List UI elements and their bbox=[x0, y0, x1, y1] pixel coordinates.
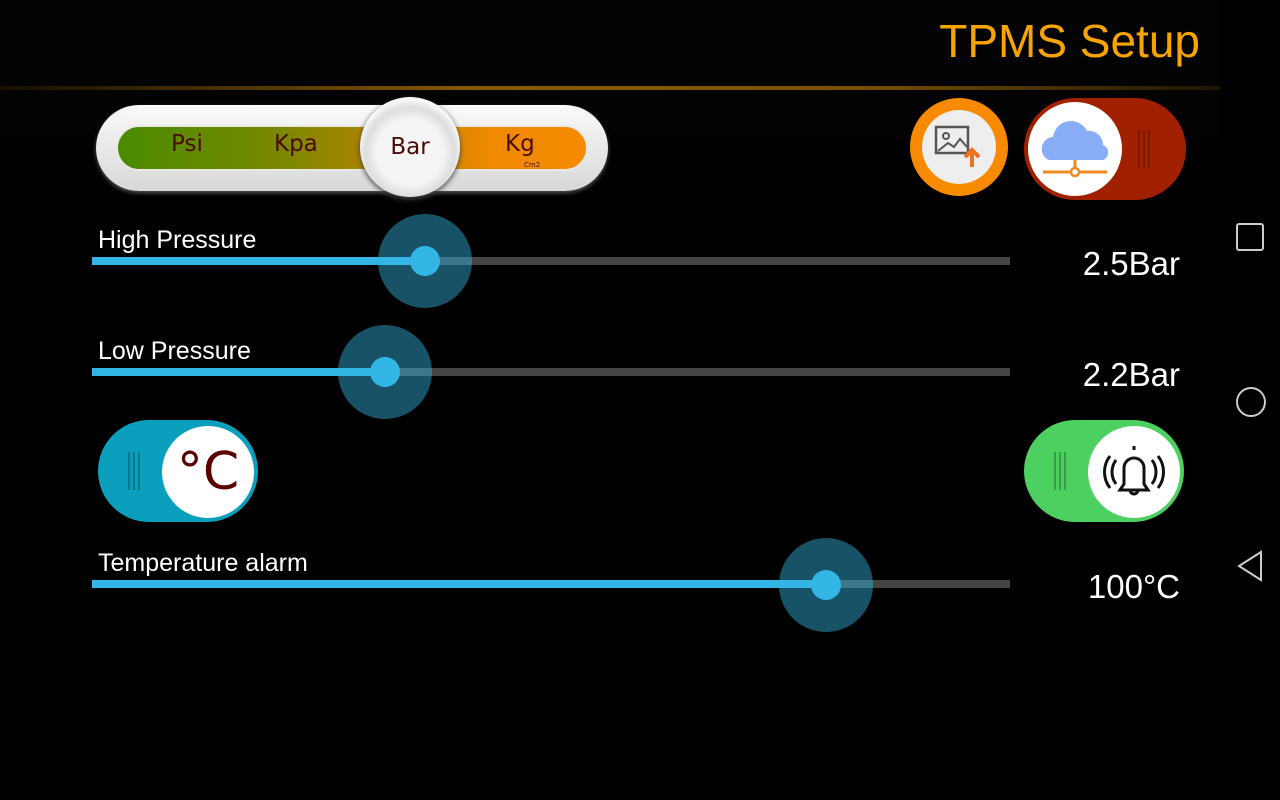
alarm-toggle[interactable] bbox=[1024, 420, 1184, 522]
unit-option-psi[interactable]: Psi bbox=[171, 131, 203, 157]
unit-option-kg[interactable]: Kg bbox=[505, 131, 535, 157]
back-button[interactable] bbox=[1235, 550, 1265, 586]
toggle-grip bbox=[128, 452, 140, 490]
image-upload-button[interactable] bbox=[910, 98, 1008, 196]
celsius-icon: °C bbox=[162, 426, 254, 518]
image-upload-icon bbox=[934, 125, 981, 167]
unit-track bbox=[116, 125, 588, 171]
toggle-grip bbox=[1138, 130, 1150, 168]
high-pressure-thumb[interactable] bbox=[378, 214, 473, 308]
high-pressure-value: 2.5Bar bbox=[1082, 245, 1180, 282]
unit-option-kg-sub: Cm2 bbox=[524, 161, 541, 169]
unit-selector[interactable]: Psi Kpa Kg Cm2 bbox=[96, 105, 608, 191]
triangle-back-icon bbox=[1237, 550, 1262, 582]
page-title: TPMS Setup bbox=[939, 15, 1200, 67]
temperature-alarm-slider[interactable] bbox=[92, 576, 1010, 592]
circle-icon bbox=[1236, 387, 1266, 417]
temperature-alarm-value: 100°C bbox=[1087, 568, 1180, 605]
header-divider bbox=[0, 86, 1220, 90]
recents-button[interactable] bbox=[1235, 222, 1265, 256]
low-pressure-label: Low Pressure bbox=[98, 337, 251, 365]
celsius-toggle[interactable]: °C bbox=[98, 420, 258, 522]
low-pressure-slider[interactable] bbox=[92, 364, 1010, 380]
unit-knob-bar[interactable]: Bar bbox=[360, 97, 460, 197]
cloud-toggle[interactable] bbox=[1024, 98, 1186, 200]
low-pressure-value: 2.2Bar bbox=[1082, 356, 1180, 393]
temperature-alarm-label: Temperature alarm bbox=[98, 549, 308, 577]
high-pressure-slider[interactable] bbox=[92, 253, 1010, 269]
navigation-bar bbox=[1220, 0, 1280, 800]
square-icon bbox=[1236, 223, 1264, 251]
low-pressure-thumb[interactable] bbox=[337, 325, 432, 419]
cloud-network-icon bbox=[1041, 121, 1109, 178]
home-button[interactable] bbox=[1235, 386, 1267, 422]
high-pressure-label: High Pressure bbox=[98, 226, 257, 254]
alarm-bell-icon bbox=[1103, 446, 1165, 496]
unit-option-kpa[interactable]: Kpa bbox=[274, 131, 318, 157]
toggle-grip bbox=[1054, 452, 1066, 490]
temperature-alarm-thumb[interactable] bbox=[779, 538, 874, 632]
